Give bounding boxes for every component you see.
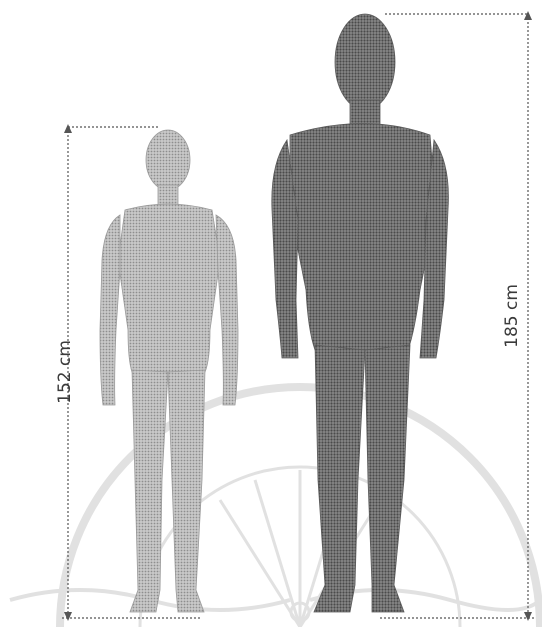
short-height-label: 152 cm — [55, 340, 75, 404]
short-figure-right-leg — [168, 370, 205, 612]
short-figure-left-arm — [100, 215, 120, 405]
short-figure-right-arm — [216, 215, 238, 405]
tall-figure-left-leg — [314, 345, 365, 612]
short-figure-neck — [158, 185, 178, 205]
watermark-seal — [10, 387, 540, 627]
short-figure-head — [146, 130, 190, 190]
tall-height-label: 185 cm — [502, 284, 522, 348]
tall-figure-head — [335, 14, 395, 110]
short-figure-torso — [118, 204, 220, 372]
tall-figure-neck — [350, 100, 380, 125]
tall-figure-right-leg — [365, 345, 410, 612]
short-figure-left-leg — [130, 370, 168, 612]
short-figure — [100, 130, 238, 612]
tall-figure-torso — [290, 124, 436, 351]
